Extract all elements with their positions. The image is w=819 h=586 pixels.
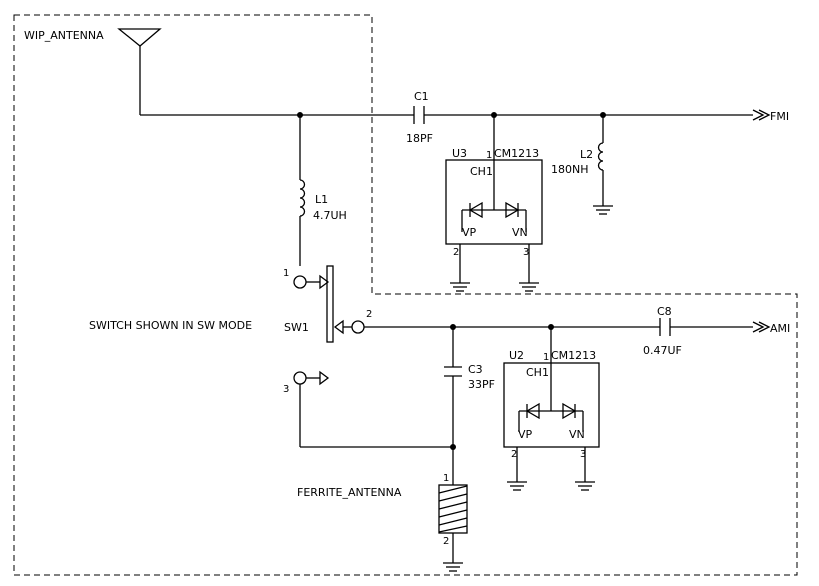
u2-pin1: 1 bbox=[543, 352, 549, 363]
sw1-switch-body bbox=[326, 265, 334, 343]
sw1-pin3-arrow bbox=[319, 370, 330, 386]
ferrite-pin2: 2 bbox=[443, 536, 449, 547]
u3-ref: U3 bbox=[452, 147, 467, 160]
l1-value: 4.7UH bbox=[313, 209, 347, 222]
fmi-port-arrow bbox=[752, 109, 771, 121]
c3-value: 33PF bbox=[468, 378, 495, 391]
sw1-pin3-number: 3 bbox=[283, 384, 289, 395]
ground-symbol bbox=[507, 481, 527, 491]
sw1-pin3-terminal bbox=[293, 371, 307, 385]
u2-pin3: 3 bbox=[580, 449, 586, 460]
fmi-label: FMI bbox=[770, 110, 789, 123]
u2-pin2: 2 bbox=[511, 449, 517, 460]
u3-vp: VP bbox=[462, 226, 477, 239]
u2-diode-pair bbox=[518, 363, 584, 432]
l2-inductor bbox=[597, 142, 604, 171]
u3-ch1: CH1 bbox=[470, 165, 493, 178]
l1-inductor bbox=[299, 179, 306, 217]
u3-part: CM1213 bbox=[494, 147, 539, 160]
sw1-pin2-terminal bbox=[351, 320, 365, 334]
sw1-ref: SW1 bbox=[284, 321, 309, 334]
wip-antenna-symbol bbox=[117, 28, 162, 115]
junction-dot bbox=[450, 444, 456, 450]
u2-vn: VN bbox=[569, 428, 585, 441]
u2-vp: VP bbox=[518, 428, 533, 441]
ground-symbol bbox=[443, 562, 463, 572]
ferrite-pin1: 1 bbox=[443, 473, 449, 484]
c1-ref: C1 bbox=[414, 90, 429, 103]
u3-pin1: 1 bbox=[486, 150, 492, 161]
sw1-pin1-terminal bbox=[293, 275, 307, 289]
u3-pin2: 2 bbox=[453, 247, 459, 258]
u3-pin3: 3 bbox=[523, 247, 529, 258]
c3-ref: C3 bbox=[468, 363, 483, 376]
l1-ref: L1 bbox=[315, 193, 328, 206]
switch-note: SWITCH SHOWN IN SW MODE bbox=[89, 319, 252, 332]
board-outline bbox=[13, 14, 798, 576]
ground-symbol bbox=[575, 481, 595, 491]
sw1-pin2-arrow bbox=[333, 319, 344, 335]
c3-capacitor bbox=[444, 366, 462, 377]
c1-value: 18PF bbox=[406, 132, 433, 145]
sw1-pin2-number: 2 bbox=[366, 309, 372, 320]
l2-value: 180NH bbox=[551, 163, 589, 176]
c8-ref: C8 bbox=[657, 305, 672, 318]
ami-label: AMI bbox=[770, 322, 790, 335]
u2-ch1: CH1 bbox=[526, 366, 549, 379]
ground-symbol bbox=[450, 282, 470, 292]
sw1-pin1-arrow bbox=[319, 274, 330, 290]
c8-value: 0.47UF bbox=[643, 344, 682, 357]
ferrite-coil bbox=[438, 485, 468, 533]
u3-vn: VN bbox=[512, 226, 528, 239]
ground-symbol bbox=[519, 282, 539, 292]
c1-capacitor bbox=[413, 106, 425, 124]
u3-diode-pair bbox=[461, 160, 527, 232]
l2-ref: L2 bbox=[580, 148, 593, 161]
c8-capacitor bbox=[659, 318, 671, 336]
antenna-label: WIP_ANTENNA bbox=[24, 29, 104, 42]
ami-port-arrow bbox=[752, 321, 771, 333]
ferrite-label: FERRITE_ANTENNA bbox=[297, 486, 402, 499]
u2-ref: U2 bbox=[509, 349, 524, 362]
sw1-pin1-number: 1 bbox=[283, 268, 289, 279]
ground-symbol bbox=[593, 205, 613, 215]
u2-part: CM1213 bbox=[551, 349, 596, 362]
